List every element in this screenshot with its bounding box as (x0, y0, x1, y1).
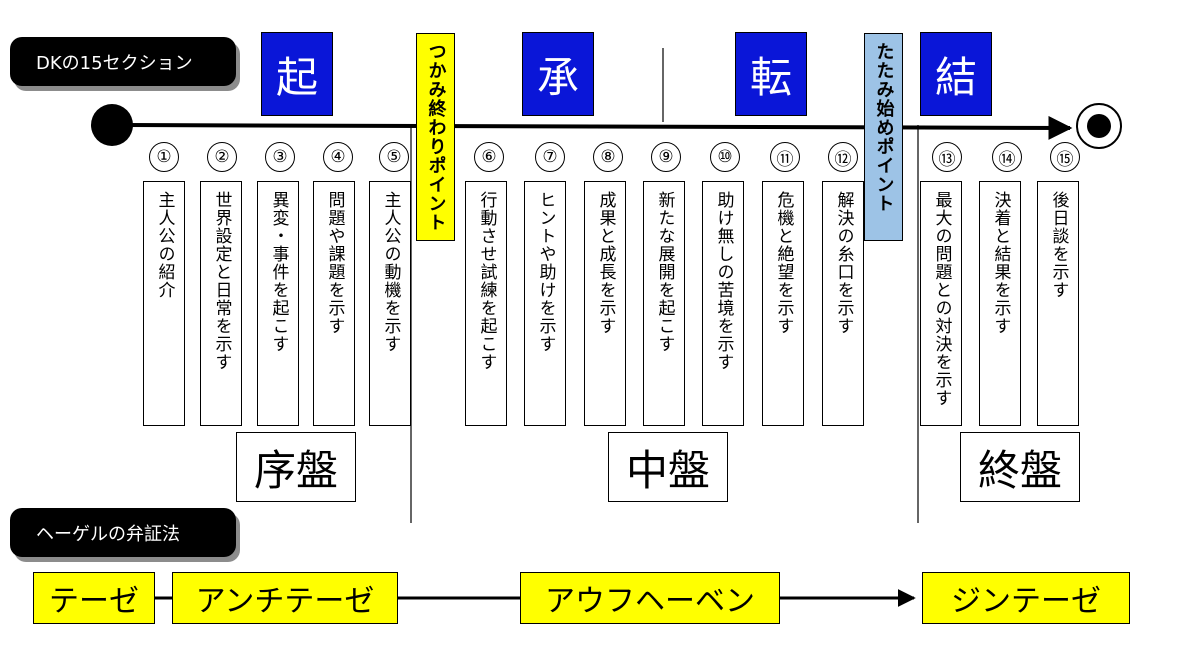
hegel-aufheben: アウフヘーベン (520, 572, 780, 624)
hegel-synthesis: ジンテーゼ (922, 572, 1130, 624)
section-box-4: 問題や課題を示す (313, 181, 355, 426)
section-box-7: ヒントや助けを示す (524, 181, 566, 426)
section-box-3: 異変・事件を起こす (257, 181, 299, 426)
timeline-arrow (111, 115, 1073, 140)
section-box-1: 主人公の紹介 (143, 181, 185, 426)
section-box-9: 新たな展開を起こす (643, 181, 685, 426)
phase-ketsu: 結 (920, 32, 992, 116)
section-num-12: ⑫ (828, 142, 858, 172)
hegel-label: ヘーゲルの弁証法 (10, 508, 236, 557)
section-num-10: ⑩ (710, 142, 740, 172)
section-num-15: ⑮ (1050, 142, 1080, 172)
section-box-8: 成果と成長を示す (584, 181, 626, 426)
section-box-14: 決着と結果を示す (979, 181, 1021, 426)
hegel-antithesis: アンチテーゼ (172, 572, 398, 624)
section-box-2: 世界設定と日常を示す (200, 181, 242, 426)
section-box-12: 解決の糸口を示す (822, 181, 864, 426)
section-box-5: 主人公の動機を示す (369, 181, 411, 426)
phase-sho: 承 (522, 32, 594, 116)
section-num-7: ⑦ (535, 142, 565, 172)
stage-ending: 終盤 (960, 432, 1080, 502)
grab-end-point: つかみ終わりポイント (416, 33, 455, 241)
section-num-13: ⑬ (932, 142, 962, 172)
hegel-thesis: テーゼ (33, 572, 155, 624)
section-box-11: 危機と絶望を示す (762, 181, 804, 426)
section-num-9: ⑨ (651, 142, 681, 172)
fold-start-point: たたみ始めポイント (864, 33, 903, 241)
header-label: DKの15セクション (10, 37, 236, 86)
section-box-13: 最大の問題との対決を示す (920, 181, 962, 426)
section-box-6: 行動させ試練を起こす (465, 181, 507, 426)
stage-middle: 中盤 (608, 432, 728, 502)
section-num-11: ⑪ (770, 142, 800, 172)
stage-opening: 序盤 (236, 432, 356, 502)
phase-ten: 転 (735, 32, 807, 116)
section-num-4: ④ (323, 142, 353, 172)
section-num-6: ⑥ (474, 142, 504, 172)
section-num-1: ① (149, 142, 179, 172)
timeline-end-dot (1087, 114, 1111, 138)
section-box-15: 後日談を示す (1037, 181, 1079, 426)
section-num-2: ② (207, 142, 237, 172)
section-box-10: 助け無しの苦境を示す (702, 181, 744, 426)
phase-ki: 起 (261, 32, 333, 116)
timeline-start-dot (91, 104, 133, 146)
section-num-14: ⑭ (992, 142, 1022, 172)
section-num-5: ⑤ (379, 142, 409, 172)
section-num-3: ③ (265, 142, 295, 172)
section-num-8: ⑧ (593, 142, 623, 172)
